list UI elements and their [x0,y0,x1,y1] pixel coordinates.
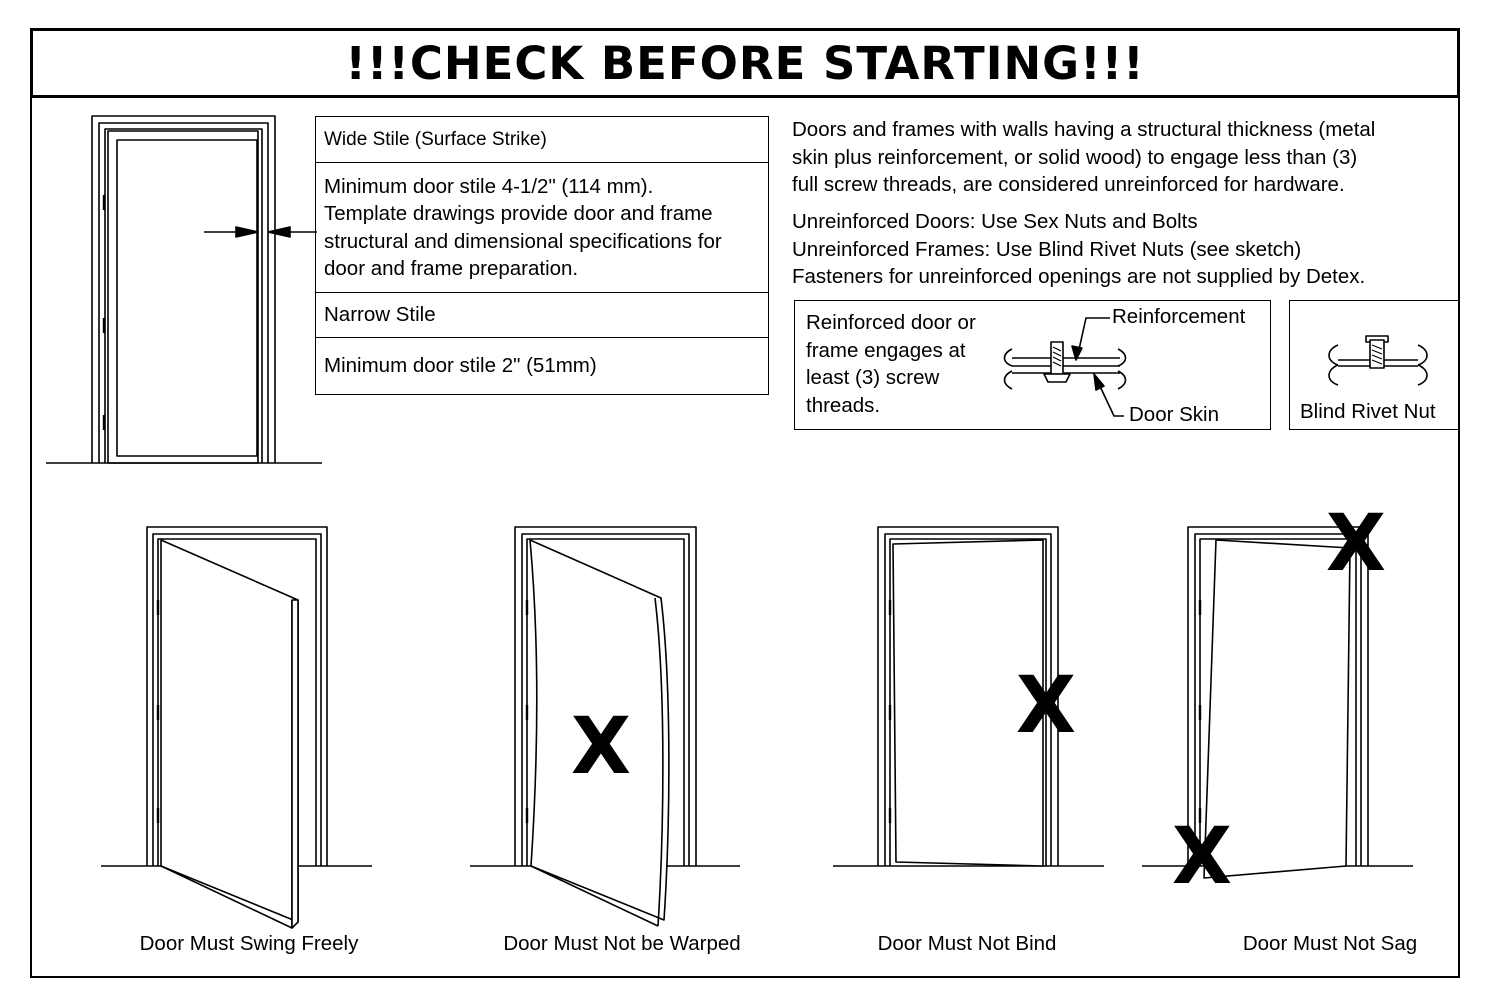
title-banner: !!!CHECK BEFORE STARTING!!! [30,28,1460,98]
x-mark-warped: X [571,702,631,792]
narrow-stile-text-cell: Minimum door stile 2" (51mm) [316,337,768,394]
reinforced-line: least (3) screw [806,366,940,389]
reinforced-line: Reinforced door or [806,311,976,334]
paragraph-line: Doors and frames with walls having a str… [792,118,1376,141]
door-warped-drawing [470,526,740,927]
reinforced-line: threads. [806,393,881,417]
wide-stile-text-cell: Minimum door stile 4-1/2" (114 mm). Temp… [316,162,768,292]
narrow-stile-text: Minimum door stile 2" (51mm) [324,354,597,378]
rivet-nut-label: Blind Rivet Nut [1300,400,1436,423]
wide-stile-line: Template drawings provide door and frame [324,202,713,225]
rivet-nut-sketch [1328,335,1428,386]
x-mark-sag-top: X [1326,499,1386,589]
reinforcement-paragraph: Doors and frames with walls having a str… [792,116,1375,199]
stile-requirements-table: Wide Stile (Surface Strike) Minimum door… [315,116,769,395]
fastener-line: Unreinforced Doors: Use Sex Nuts and Bol… [792,210,1198,233]
reinforced-box [794,300,1271,430]
caption-not-warped: Door Must Not be Warped [503,932,741,955]
door-skin-label: Door Skin [1129,403,1220,426]
fastener-line: Unreinforced Frames: Use Blind Rivet Nut… [792,237,1302,261]
door-bind-drawing [833,526,1104,867]
paragraph-line: skin plus reinforcement, or solid wood) … [792,145,1358,169]
caption-swing-freely: Door Must Swing Freely [139,932,359,955]
reinforced-text: Reinforced door or frame engages at leas… [806,309,976,419]
x-mark-bind: X [1016,661,1076,751]
narrow-stile-heading-cell: Narrow Stile [316,292,768,337]
x-mark-sag-bottom: X [1172,812,1232,902]
door-elevation-drawing [46,115,322,464]
wide-stile-heading-cell: Wide Stile (Surface Strike) [316,117,768,162]
wide-stile-heading: Wide Stile (Surface Strike) [324,128,547,150]
door-swing-freely-drawing [101,526,372,929]
paragraph-line: full screw threads, are considered unrei… [792,173,1345,196]
wide-stile-line: door and frame preparation. [324,257,579,280]
fastener-notes: Unreinforced Doors: Use Sex Nuts and Bol… [792,208,1365,291]
wide-stile-line: structural and dimensional specification… [324,229,722,253]
reinforcement-label: Reinforcement [1112,305,1246,328]
narrow-stile-heading: Narrow Stile [324,303,436,327]
reinforced-line: frame engages at [806,338,966,362]
rivet-nut-box [1289,300,1460,430]
door-sag-drawing [1142,526,1413,879]
reinforcement-sketch [1003,317,1127,417]
wide-stile-line: Minimum door stile 4-1/2" (114 mm). [324,174,654,198]
page-title: !!!CHECK BEFORE STARTING!!! [345,36,1145,90]
caption-not-sag: Door Must Not Sag [1242,932,1418,955]
caption-not-bind: Door Must Not Bind [877,932,1057,955]
fastener-line: Fasteners for unreinforced openings are … [792,265,1366,288]
